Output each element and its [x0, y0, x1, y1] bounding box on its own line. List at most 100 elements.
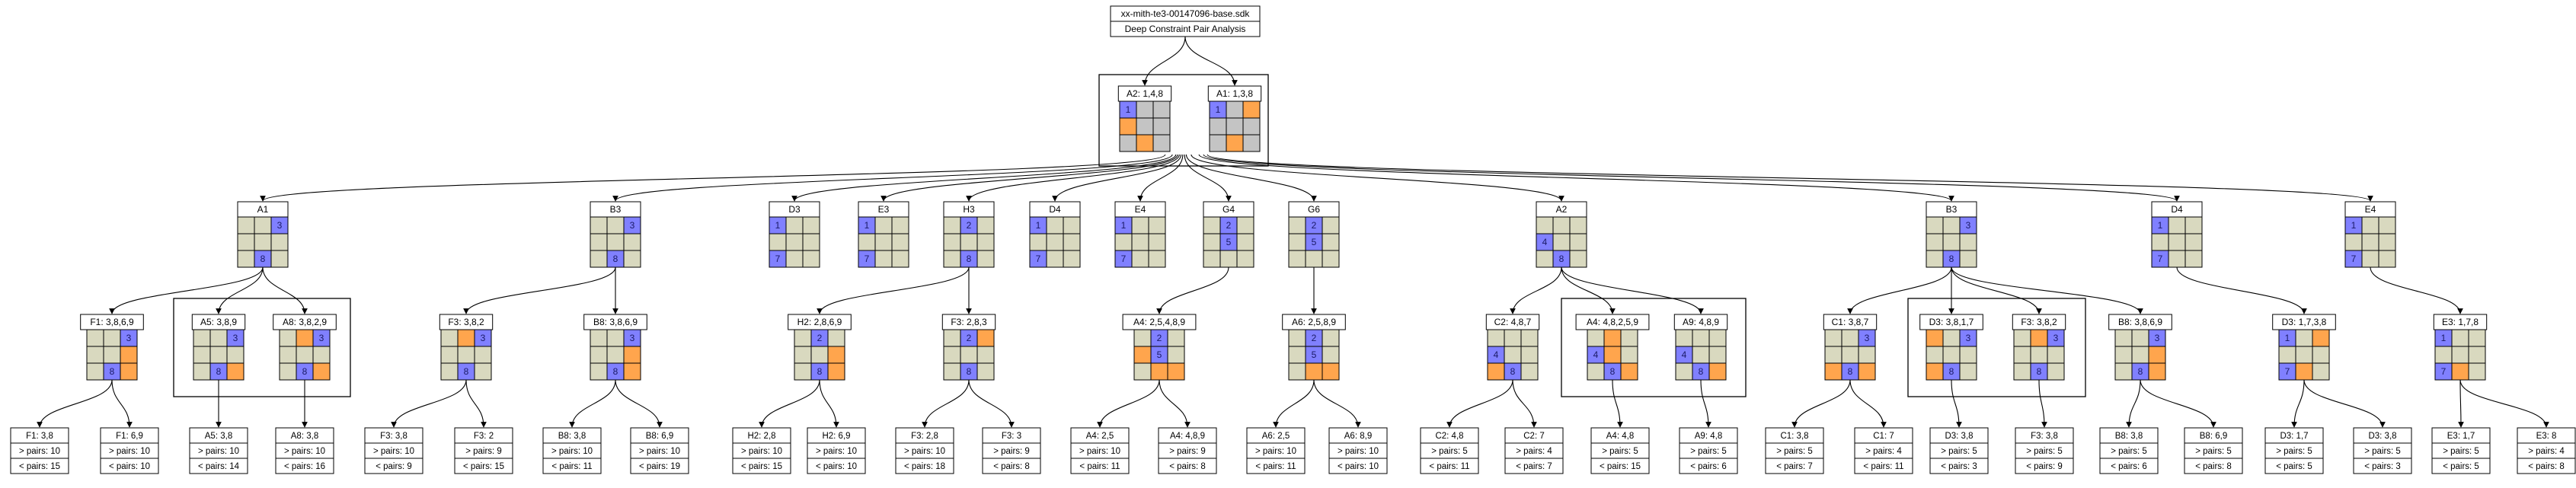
node-label: E4	[2365, 204, 2376, 215]
grid-cell	[1926, 250, 1944, 268]
node-label: C2: 4,8,7	[1494, 317, 1532, 327]
cell-number: 8	[464, 366, 469, 377]
grid-cell	[960, 346, 978, 364]
node-label: A5: 3,8,9	[200, 317, 237, 327]
leaf-l30: E3: 8> pairs: 4< pairs: 8	[2517, 427, 2576, 474]
grid-cell	[209, 346, 228, 364]
grid-cell	[1150, 362, 1168, 381]
leaf-less-pairs-box	[100, 458, 159, 474]
grid-cell	[2378, 233, 2396, 251]
leaf-l28: D3: 3,8> pairs: 5< pairs: 3	[2353, 427, 2412, 474]
grid-cell	[2184, 250, 2203, 268]
leaf-greater-pairs: > pairs: 5	[2195, 447, 2232, 456]
grid-cell	[976, 233, 995, 251]
leaf-less-pairs-box	[807, 458, 866, 474]
grid-cell	[1322, 216, 1340, 234]
leaf-greater-pairs: > pairs: 5	[2276, 447, 2312, 456]
leaf-greater-pairs: > pairs: 9	[1169, 447, 1206, 456]
leaf-l6: F3: 2> pairs: 9< pairs: 15	[454, 427, 513, 474]
node-label: A8: 3,8,2,9	[283, 317, 327, 327]
leaf-greater-pairs: > pairs: 4	[2528, 447, 2565, 456]
grid-cell	[794, 329, 812, 347]
leaf-title: E3: 1,7	[2447, 432, 2475, 441]
grid-cell	[1504, 329, 1522, 347]
grid-cell	[1148, 216, 1166, 234]
leaf-less-pairs: < pairs: 11	[1079, 462, 1120, 471]
node-label: B8: 3,8,6,9	[593, 317, 638, 327]
grid-cell	[2030, 329, 2048, 347]
grid-cell	[874, 250, 893, 268]
node-label: G4	[1222, 204, 1235, 215]
edge-root-d4	[1052, 154, 1182, 202]
cell-number: 1	[2351, 220, 2357, 231]
leaf-greater-pairs: > pairs: 5	[1690, 447, 1727, 456]
leaf-less-pairs-box	[1765, 458, 1824, 474]
grid-cell	[623, 250, 641, 268]
node-label: D4	[2171, 204, 2183, 215]
leaf-title: F1: 6,9	[116, 432, 143, 441]
node-label: E3	[878, 204, 890, 215]
leaf-l11: F3: 2,8> pairs: 10< pairs: 18	[895, 427, 954, 474]
leaf-less-pairs: < pairs: 10	[816, 462, 857, 471]
grid-cell	[1858, 362, 1876, 381]
grid-cell	[1119, 134, 1137, 152]
grid-cell	[1136, 100, 1154, 119]
node-label: H3	[963, 204, 975, 215]
cell-number: 7	[2285, 366, 2290, 377]
edge-a4-l14	[1159, 379, 1191, 428]
leaf-title: F1: 3,8	[26, 432, 53, 441]
leaf-title: A6: 2,5	[1262, 432, 1290, 441]
grid-cell	[2047, 346, 2065, 364]
grid-cell	[120, 346, 138, 364]
grid-cell	[606, 216, 625, 234]
cell-number: 8	[1848, 366, 1853, 377]
grid-cell	[827, 346, 845, 364]
grid-cell	[785, 250, 804, 268]
leaf-less-pairs: < pairs: 9	[2026, 462, 2063, 471]
cell-number: 2	[1312, 333, 1317, 343]
leaf-greater-pairs: > pairs: 10	[904, 447, 945, 456]
edge-a4b-l19	[1612, 379, 1623, 428]
leaf-less-pairs: < pairs: 11	[1863, 462, 1903, 471]
edge-e3b-l29	[2458, 379, 2464, 428]
leaf-less-pairs: < pairs: 5	[2276, 462, 2312, 471]
cell-number: 8	[110, 366, 115, 377]
leaf-less-pairs: < pairs: 16	[284, 462, 325, 471]
cell-number: 2	[1157, 333, 1162, 343]
node-label: E3: 1,7,8	[2442, 317, 2479, 327]
leaf-l15: A6: 2,5> pairs: 10< pairs: 11	[1246, 427, 1306, 474]
leaf-greater-pairs: > pairs: 10	[1338, 447, 1379, 456]
node-f1a: F1: 3,8,6,938	[80, 314, 144, 381]
cell-number: 7	[1121, 254, 1127, 264]
node-a9: A9: 4,8,948	[1673, 314, 1728, 381]
grid-cell	[976, 329, 995, 347]
cell-number: 5	[1312, 237, 1317, 247]
grid-cell	[2131, 346, 2149, 364]
node-label: D3	[788, 204, 801, 215]
leaf-title: A6: 8,9	[1344, 432, 1372, 441]
leaf-greater-pairs: > pairs: 5	[1431, 447, 1468, 456]
grid-cell	[960, 233, 978, 251]
grid-cell	[2361, 250, 2379, 268]
leaf-l9: H2: 2,8> pairs: 10< pairs: 15	[732, 427, 791, 474]
grid-cell	[874, 233, 893, 251]
leaf-less-pairs: < pairs: 10	[1338, 462, 1379, 471]
grid-cell	[2148, 346, 2166, 364]
leaf-title: F3: 3,8	[2031, 432, 2058, 441]
grid-cell	[1692, 346, 1710, 364]
leaf-greater-pairs: > pairs: 5	[2111, 447, 2147, 456]
leaf-title: E3: 8	[2536, 432, 2557, 441]
edge-d4b-d3c	[2176, 266, 2307, 314]
grid-cell	[270, 250, 289, 268]
grid-cell	[1708, 329, 1727, 347]
grid-cell	[1288, 233, 1306, 251]
edge-b8-l7	[569, 379, 616, 428]
edge-a1-a8	[262, 266, 308, 314]
edge-root-d3	[791, 154, 1177, 202]
grid-cell	[2468, 346, 2486, 364]
grid-cell	[769, 233, 787, 251]
cell-number: 1	[1216, 104, 1221, 115]
node-label: D4	[1049, 204, 1061, 215]
